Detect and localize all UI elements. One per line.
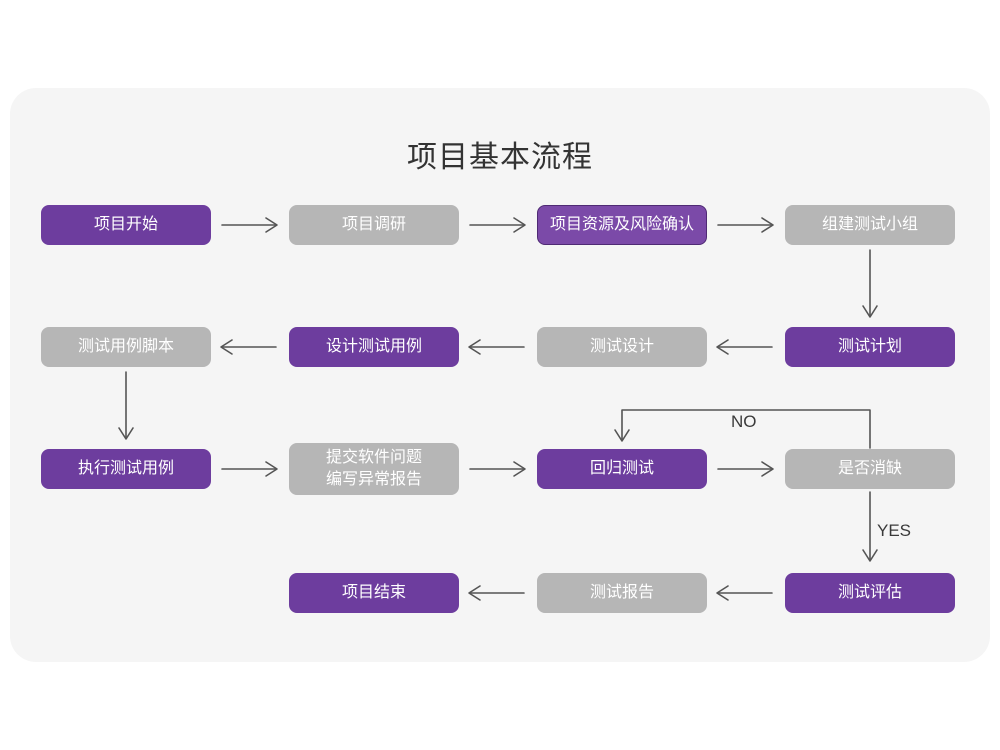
node-regression-test[interactable]: 回归测试	[537, 449, 707, 489]
node-resource-risk-confirm[interactable]: 项目资源及风险确认	[537, 205, 707, 245]
node-design-test-case[interactable]: 设计测试用例	[289, 327, 459, 367]
node-project-end[interactable]: 项目结束	[289, 573, 459, 613]
node-test-design[interactable]: 测试设计	[537, 327, 707, 367]
node-defect-cleared[interactable]: 是否消缺	[785, 449, 955, 489]
node-build-test-team[interactable]: 组建测试小组	[785, 205, 955, 245]
page-title: 项目基本流程	[407, 141, 593, 174]
node-execute-test-case[interactable]: 执行测试用例	[41, 449, 211, 489]
edge-label-no: NO	[731, 412, 757, 431]
flowchart-card	[10, 88, 990, 662]
node-test-case-script[interactable]: 测试用例脚本	[41, 327, 211, 367]
edge-label-yes: YES	[877, 521, 912, 540]
node-project-start[interactable]: 项目开始	[41, 205, 211, 245]
node-project-research[interactable]: 项目调研	[289, 205, 459, 245]
node-test-report[interactable]: 测试报告	[537, 573, 707, 613]
node-test-evaluation[interactable]: 测试评估	[785, 573, 955, 613]
node-test-plan[interactable]: 测试计划	[785, 327, 955, 367]
node-submit-issue-report[interactable]: 提交软件问题 编写异常报告	[289, 443, 459, 495]
